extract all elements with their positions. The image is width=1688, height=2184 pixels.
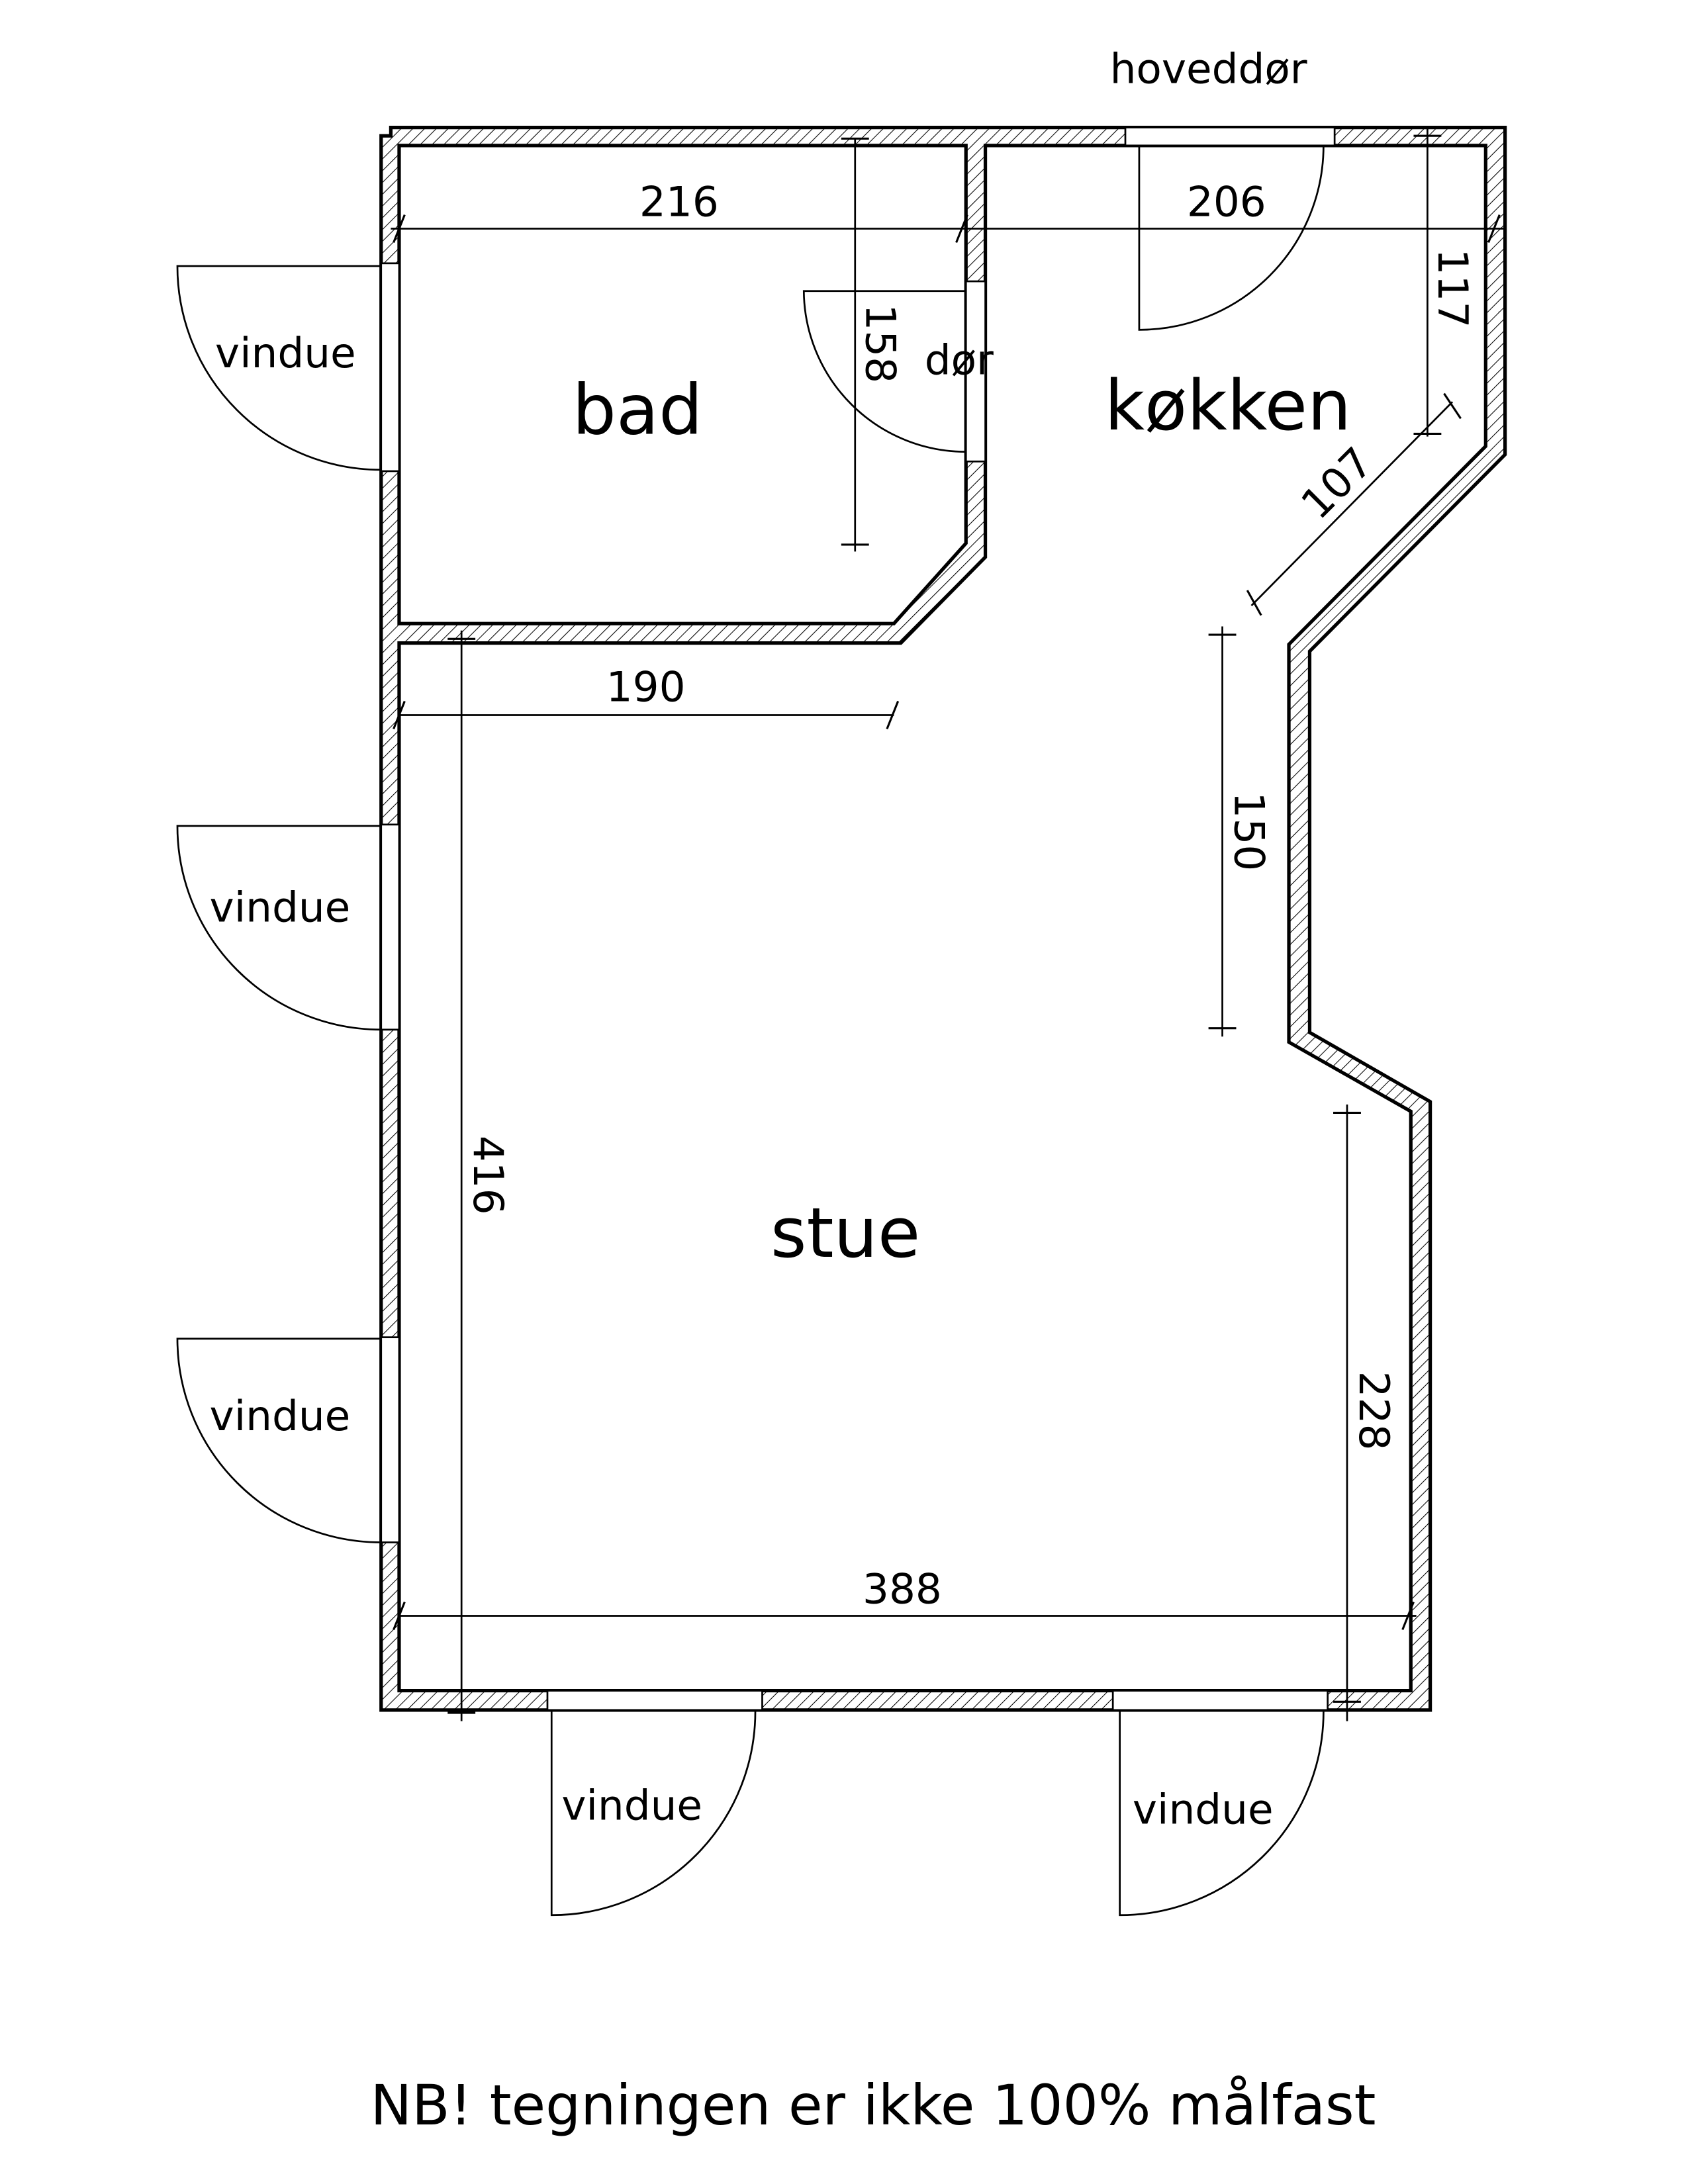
- window-label: vindue: [561, 1781, 702, 1829]
- window-label: vindue: [210, 1392, 351, 1440]
- dim-388: 388: [863, 1565, 942, 1614]
- dim-216: 216: [639, 178, 719, 226]
- bath-door-label: dør: [925, 336, 994, 384]
- dim-117: 117: [1429, 249, 1477, 328]
- bad-room: [397, 144, 968, 625]
- window-swing-left-1: [176, 265, 381, 471]
- dim-190: 190: [606, 663, 686, 711]
- window-swing-bottom-1: [550, 1709, 757, 1917]
- main-door-label: hoveddør: [1110, 45, 1307, 93]
- dim-228: 228: [1350, 1371, 1398, 1451]
- scale-note: NB! tegningen er ikke 100% målfast: [370, 2073, 1376, 2138]
- dim-150: 150: [1225, 792, 1273, 871]
- window-swing-left-3: [176, 1338, 381, 1543]
- window-label: vindue: [210, 883, 351, 931]
- dim-158: 158: [856, 304, 904, 383]
- main-door-swing: [1138, 145, 1325, 331]
- bath-door-swing: [802, 290, 966, 453]
- dimension-lines: [391, 127, 1505, 1721]
- wall-openings: [380, 126, 1336, 1711]
- dim-206: 206: [1187, 178, 1266, 226]
- window-label: vindue: [215, 329, 356, 377]
- window-label: vindue: [1133, 1786, 1274, 1834]
- room-label-kitchen: køkken: [1104, 365, 1351, 446]
- window-swing-bottom-2: [1119, 1709, 1325, 1917]
- dim-416: 416: [464, 1136, 512, 1215]
- room-label-living: stue: [771, 1193, 920, 1273]
- window-swing-left-2: [176, 825, 381, 1031]
- room-label-bad: bad: [573, 369, 703, 450]
- kitchen-living-room: [397, 144, 1487, 1693]
